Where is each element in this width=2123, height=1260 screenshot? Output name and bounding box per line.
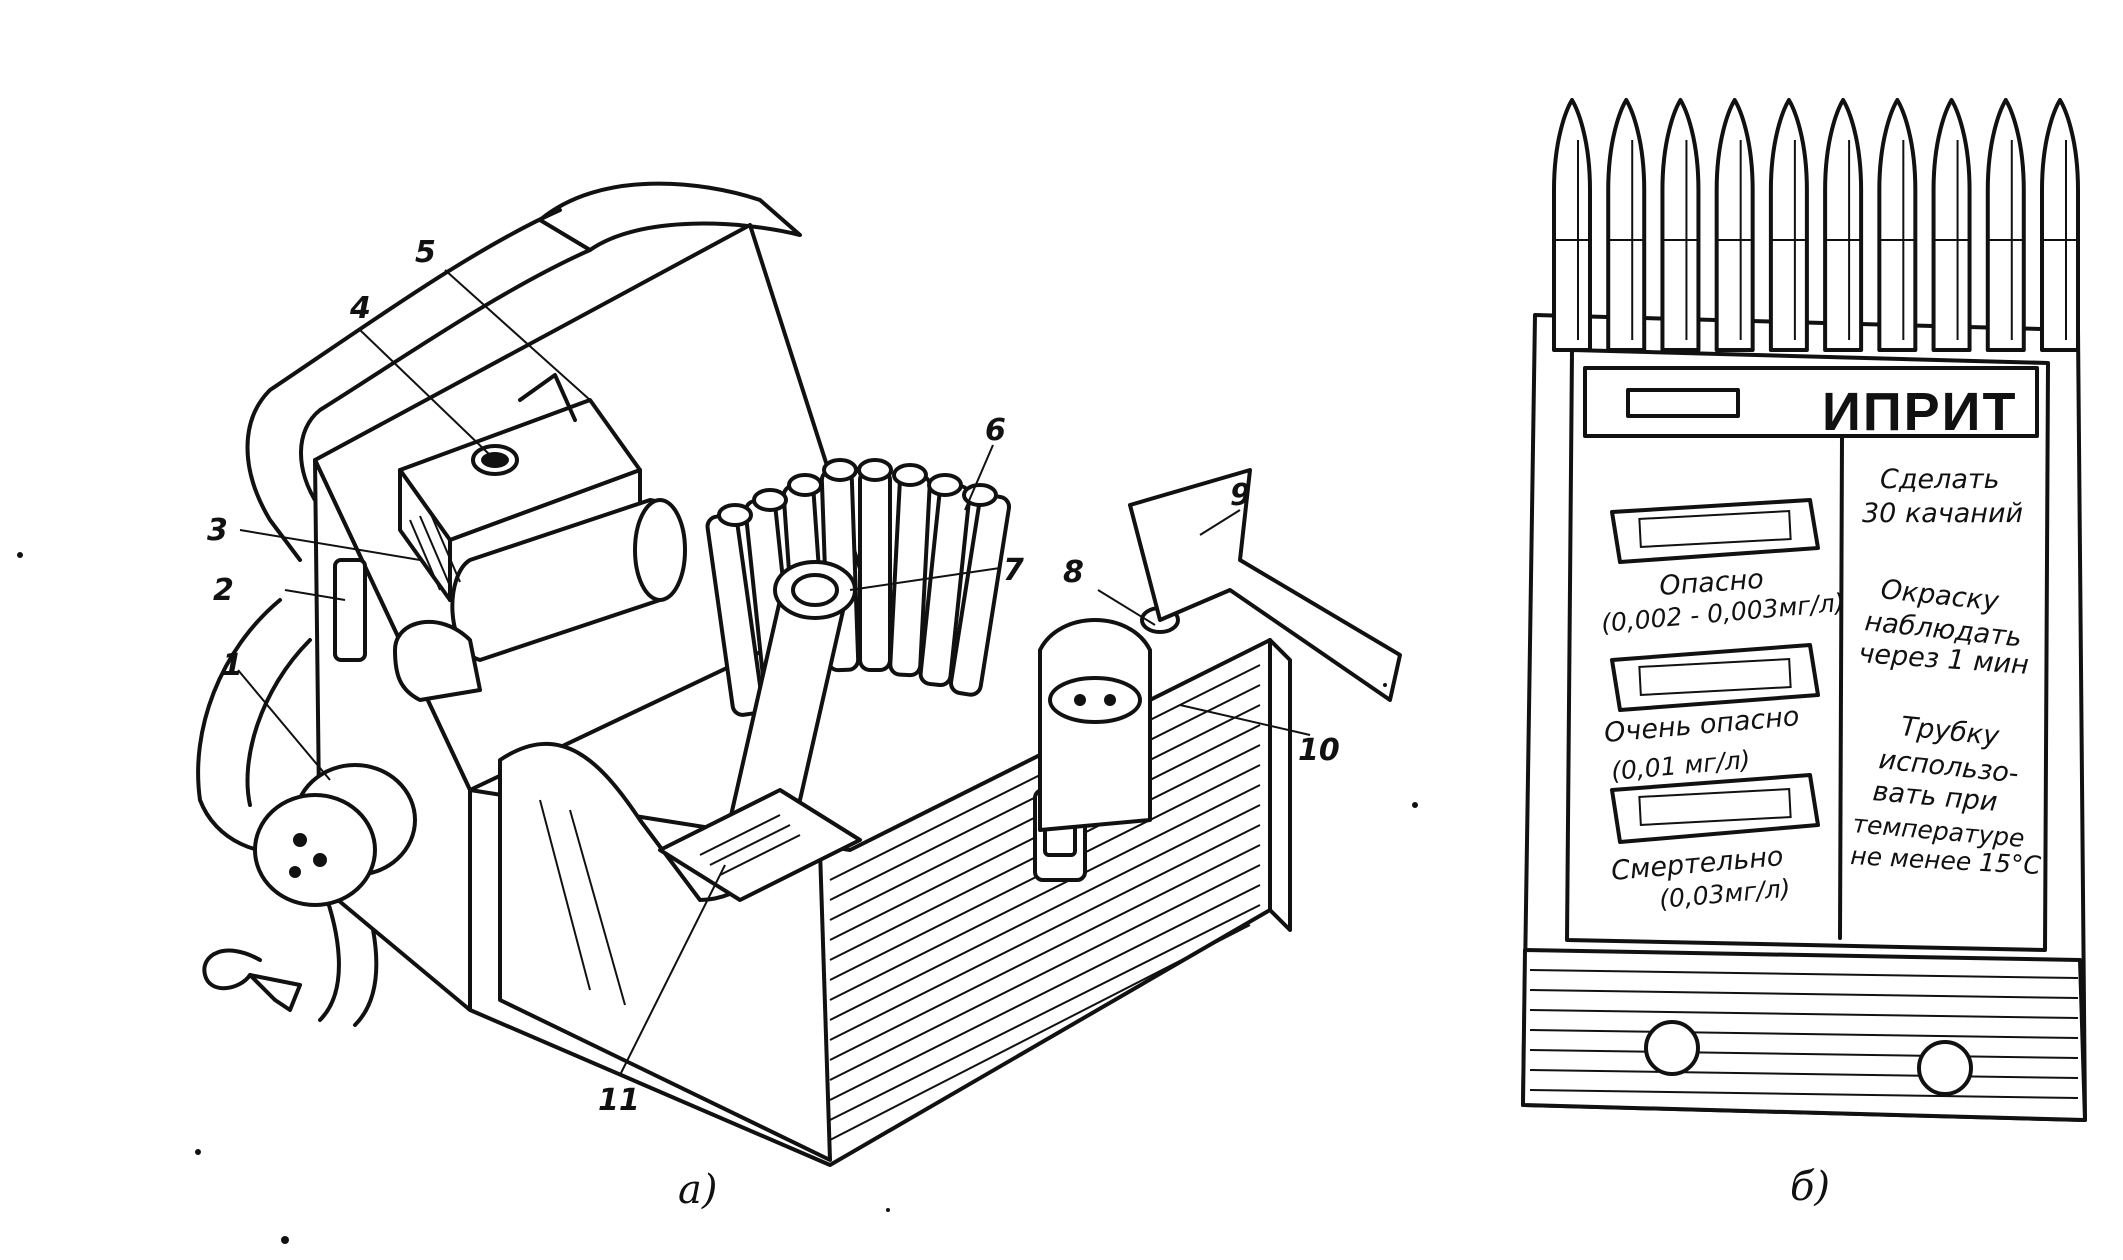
indicator-tubes — [1552, 98, 2080, 352]
callout-8: 8 — [1063, 555, 1084, 590]
card-color-swatch — [1626, 388, 1740, 418]
callout-7: 7 — [1003, 553, 1024, 588]
tube-holder — [728, 560, 857, 822]
card-column-divider — [1838, 434, 1844, 940]
scale-sample-1 — [1610, 498, 1820, 564]
callout-numbers: 1 2 3 4 5 6 7 8 9 10 11 — [207, 235, 1340, 1118]
scale-sample-2 — [1610, 643, 1820, 712]
indicator-tube — [1768, 98, 1809, 352]
case-button-left — [1644, 1020, 1700, 1076]
case-button-right — [1917, 1040, 1973, 1096]
callout-10: 10 — [1298, 733, 1340, 768]
callout-3: 3 — [207, 513, 228, 548]
scan-speckles — [17, 552, 1418, 1244]
callout-11: 11 — [598, 1083, 640, 1118]
sub-label-b: б) — [1790, 1164, 1830, 1210]
card-title: ИПРИТ — [1822, 382, 2017, 442]
level-1-label: Опасно — [1658, 564, 1764, 602]
indicator-tube — [1552, 98, 1592, 352]
indicator-tube — [1606, 98, 1647, 352]
pump-assembly — [333, 373, 687, 702]
instruction-sheet — [658, 788, 862, 902]
detector-kit-drawing: 1 2 3 4 5 6 7 8 9 10 11 а) — [196, 181, 1402, 1213]
case-bottom-hatching — [1529, 969, 2079, 1099]
indicator-tube — [1714, 98, 1755, 352]
callout-2: 2 — [213, 573, 234, 608]
callout-lines — [237, 269, 1311, 1076]
indicator-tube — [1931, 98, 1972, 352]
pump-instruction-line-1: Сделать — [1880, 464, 2000, 495]
callout-9: 9 — [1230, 478, 1251, 513]
callout-6: 6 — [985, 413, 1006, 448]
scale-sample-3 — [1610, 773, 1820, 844]
pump-instruction-line-2: 30 качаний — [1862, 498, 2023, 529]
scraper-blade — [1128, 468, 1402, 702]
callout-5: 5 — [415, 235, 436, 270]
sub-label-a: а) — [678, 1167, 717, 1213]
callout-4: 4 — [349, 291, 371, 326]
indicator-tube — [1660, 98, 1701, 352]
indicator-tube — [1877, 98, 1918, 352]
indicator-tube — [2040, 98, 2080, 352]
strap-hook — [202, 948, 302, 1012]
tube-case-drawing: ИПРИТ Опасно (0,002 - 0,003мг/л) Очень о… — [1521, 98, 2087, 1210]
callout-1: 1 — [222, 648, 243, 683]
knurled-cap — [253, 763, 417, 907]
indicator-tube — [1823, 98, 1864, 352]
indicator-tube — [1985, 98, 2026, 352]
